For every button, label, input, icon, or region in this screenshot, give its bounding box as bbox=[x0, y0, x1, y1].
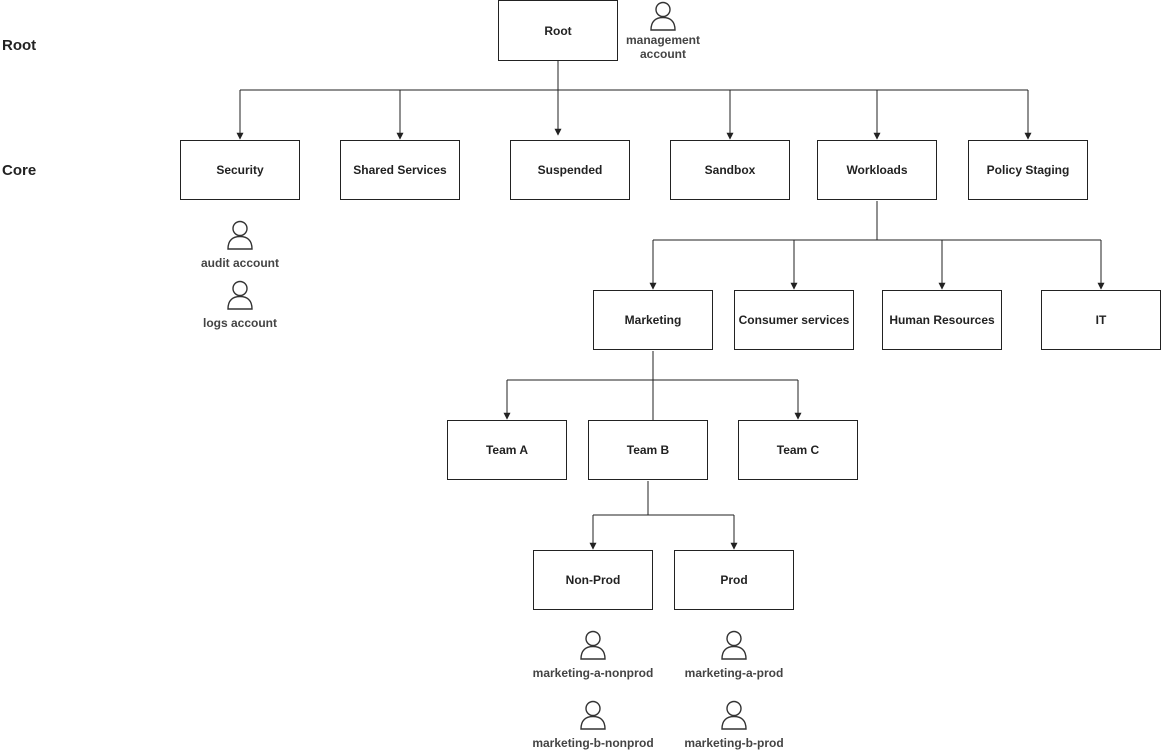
user-icon bbox=[227, 220, 253, 250]
node-prod[interactable]: Prod bbox=[674, 550, 794, 610]
node-non-prod-label: Non-Prod bbox=[565, 573, 621, 587]
node-marketing-label: Marketing bbox=[624, 313, 682, 327]
node-human-resources-label: Human Resources bbox=[889, 313, 995, 327]
node-shared-services-label: Shared Services bbox=[353, 163, 447, 177]
account-logs[interactable]: logs account bbox=[170, 280, 310, 330]
node-policy-staging[interactable]: Policy Staging bbox=[968, 140, 1088, 200]
user-icon bbox=[227, 280, 253, 310]
node-security[interactable]: Security bbox=[180, 140, 300, 200]
node-team-a-label: Team A bbox=[485, 443, 528, 457]
node-team-a[interactable]: Team A bbox=[447, 420, 567, 480]
account-audit[interactable]: audit account bbox=[170, 220, 310, 270]
node-workloads-label: Workloads bbox=[846, 163, 908, 177]
user-icon bbox=[721, 700, 747, 730]
node-suspended-label: Suspended bbox=[537, 163, 603, 177]
node-it-label: IT bbox=[1095, 313, 1107, 327]
node-root[interactable]: Root bbox=[498, 0, 618, 61]
account-management-label-line1: management bbox=[625, 33, 701, 47]
node-suspended[interactable]: Suspended bbox=[510, 140, 630, 200]
account-marketing-b-nonprod[interactable]: marketing-b-nonprod bbox=[523, 700, 663, 750]
node-workloads[interactable]: Workloads bbox=[817, 140, 937, 200]
node-non-prod[interactable]: Non-Prod bbox=[533, 550, 653, 610]
node-team-c[interactable]: Team C bbox=[738, 420, 858, 480]
user-icon bbox=[580, 700, 606, 730]
account-marketing-b-prod-label: marketing-b-prod bbox=[684, 736, 784, 750]
account-marketing-b-nonprod-label: marketing-b-nonprod bbox=[532, 736, 654, 750]
account-management-label-line2: account bbox=[639, 47, 686, 61]
user-icon bbox=[580, 630, 606, 660]
account-audit-label: audit account bbox=[200, 256, 279, 270]
tier-label-root: Root bbox=[2, 37, 37, 54]
account-marketing-a-prod[interactable]: marketing-a-prod bbox=[664, 630, 804, 680]
node-team-c-label: Team C bbox=[776, 443, 820, 457]
node-team-b[interactable]: Team B bbox=[588, 420, 708, 480]
node-prod-label: Prod bbox=[720, 573, 748, 587]
account-management[interactable]: management account bbox=[593, 1, 733, 61]
node-security-label: Security bbox=[216, 163, 264, 177]
node-sandbox-label: Sandbox bbox=[704, 163, 756, 177]
node-shared-services[interactable]: Shared Services bbox=[340, 140, 460, 200]
account-marketing-a-prod-label: marketing-a-prod bbox=[684, 666, 784, 680]
account-marketing-a-nonprod[interactable]: marketing-a-nonprod bbox=[523, 630, 663, 680]
node-it[interactable]: IT bbox=[1041, 290, 1161, 350]
node-policy-staging-label: Policy Staging bbox=[986, 163, 1070, 177]
node-sandbox[interactable]: Sandbox bbox=[670, 140, 790, 200]
node-root-label: Root bbox=[544, 23, 572, 38]
node-consumer-services-label: Consumer services bbox=[738, 313, 850, 327]
node-team-b-label: Team B bbox=[626, 443, 670, 457]
tier-label-core: Core bbox=[2, 162, 37, 179]
user-icon bbox=[650, 1, 676, 31]
node-human-resources[interactable]: Human Resources bbox=[882, 290, 1002, 350]
account-logs-label: logs account bbox=[202, 316, 277, 330]
node-consumer-services[interactable]: Consumer services bbox=[734, 290, 854, 350]
account-marketing-a-nonprod-label: marketing-a-nonprod bbox=[532, 666, 654, 680]
node-marketing[interactable]: Marketing bbox=[593, 290, 713, 350]
user-icon bbox=[721, 630, 747, 660]
account-marketing-b-prod[interactable]: marketing-b-prod bbox=[664, 700, 804, 750]
